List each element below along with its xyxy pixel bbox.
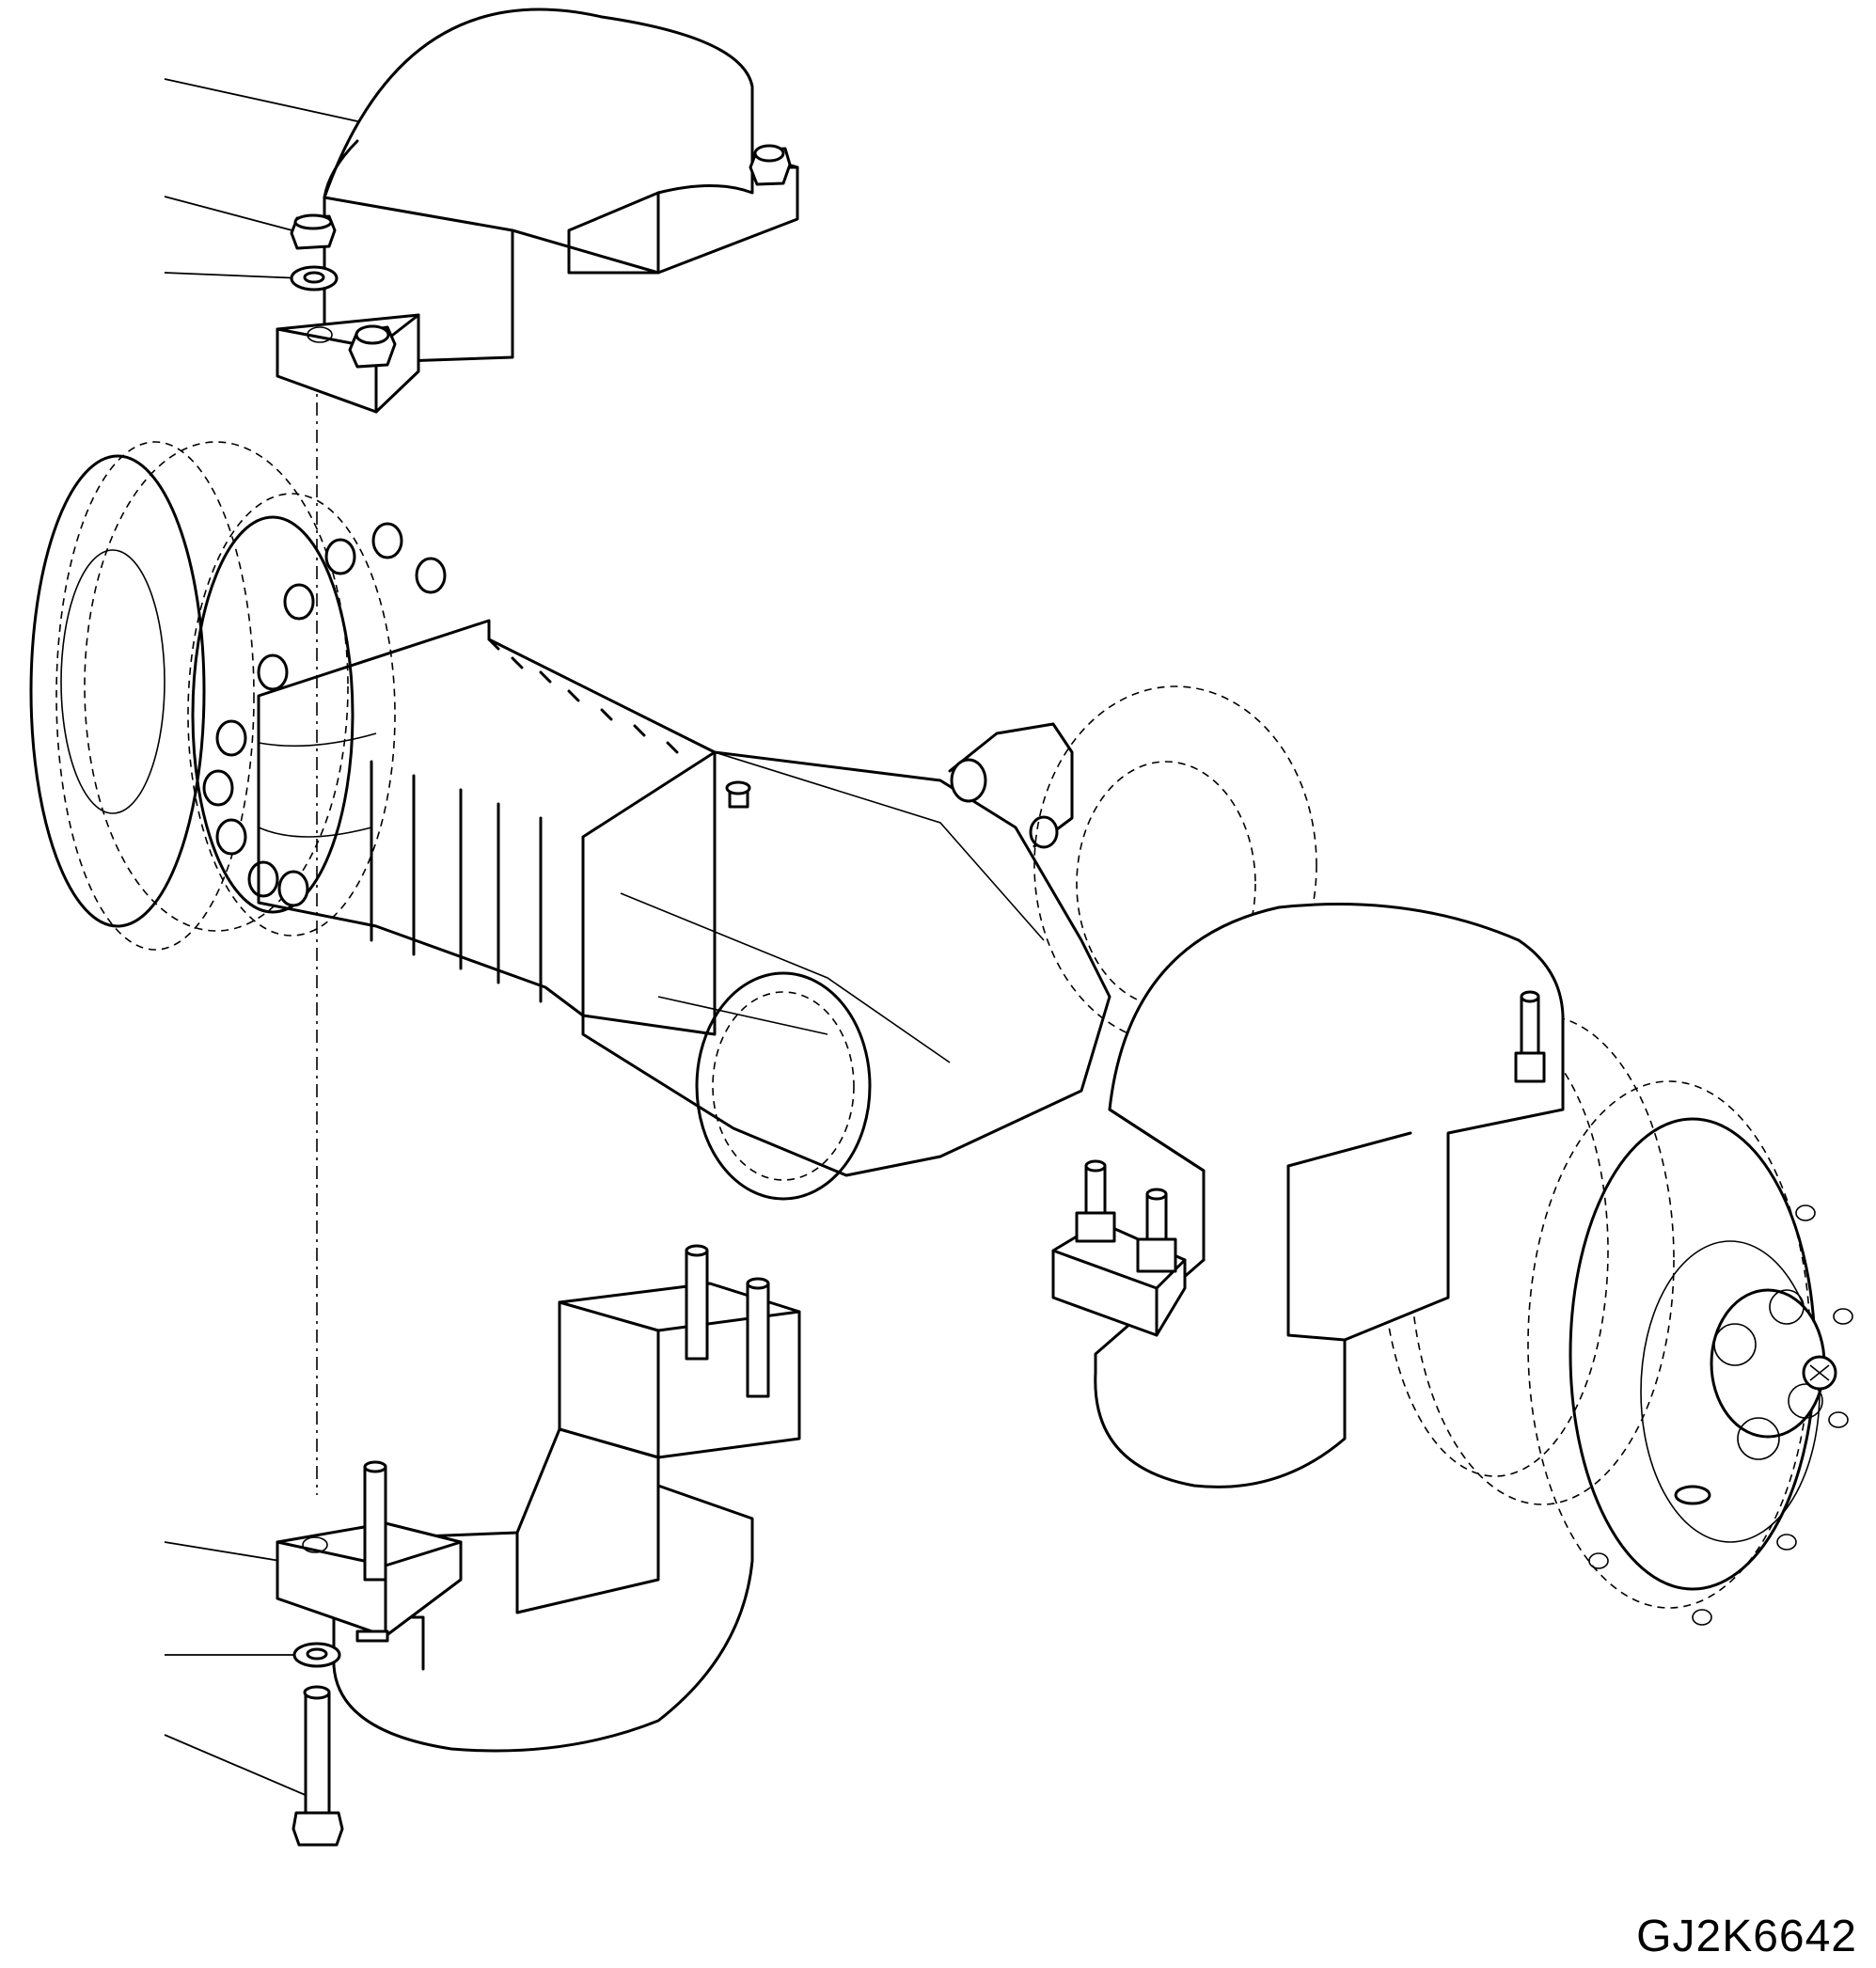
leader-upper-counterweight	[164, 78, 388, 129]
left-hub-bolts	[202, 522, 447, 907]
leader-lower-bolt	[164, 1734, 308, 1797]
installed-counterweight-right	[1051, 903, 1565, 1488]
upper-washer	[290, 265, 339, 291]
leader-lower-counterweight	[164, 1541, 281, 1562]
drawing-code: GJ2K6642	[1636, 1912, 1857, 1961]
axle-assembly	[29, 441, 1853, 1626]
leader-upper-washer	[164, 272, 304, 279]
leader-upper-nut	[164, 196, 304, 234]
upper-counterweight	[276, 8, 799, 414]
upper-nut	[290, 213, 337, 250]
right-hub-cap	[1674, 1288, 1837, 1505]
right-hub-studs	[1588, 1204, 1853, 1626]
callout-leaders	[164, 78, 388, 1797]
lower-washer	[292, 1642, 341, 1668]
lower-counterweight	[276, 1244, 801, 1753]
lower-bolt	[292, 1685, 344, 1847]
